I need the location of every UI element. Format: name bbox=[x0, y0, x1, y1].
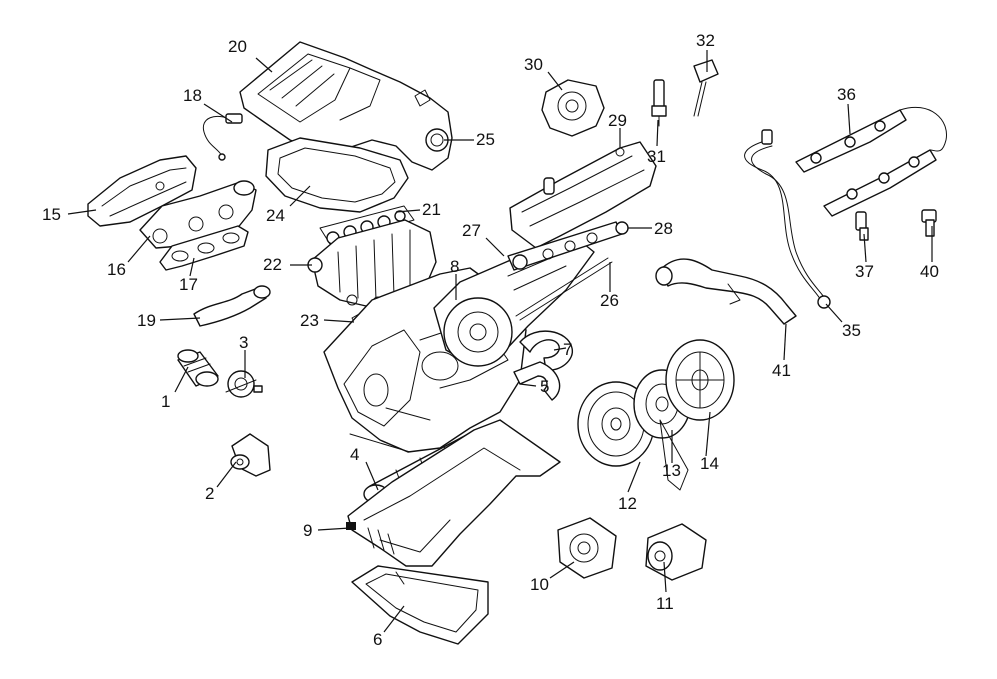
callout-15: 15 bbox=[42, 205, 61, 224]
part-exhaust-gasket bbox=[159, 225, 249, 271]
callout-22: 22 bbox=[263, 255, 282, 274]
callout-25: 25 bbox=[476, 130, 495, 149]
callout-6: 6 bbox=[373, 630, 382, 649]
part-plenum-gasket bbox=[265, 137, 409, 213]
callout-31: 31 bbox=[647, 147, 666, 166]
callout-28: 28 bbox=[654, 219, 673, 238]
callout-18: 18 bbox=[183, 86, 202, 105]
part-oil-pickup bbox=[513, 361, 561, 401]
part-water-outlet bbox=[230, 433, 271, 477]
callout-36: 36 bbox=[837, 85, 856, 104]
callout-19: 19 bbox=[137, 311, 156, 330]
callout-4: 4 bbox=[350, 445, 359, 464]
callout-5: 5 bbox=[540, 377, 549, 396]
part-oxygen-sensor bbox=[202, 113, 243, 161]
callout-21: 21 bbox=[422, 200, 441, 219]
callout-14: 14 bbox=[700, 454, 719, 473]
part-intake-plenum-cover bbox=[239, 41, 453, 171]
part-thermostat-housing bbox=[225, 370, 263, 398]
part-dipstick bbox=[515, 257, 613, 321]
callout-37: 37 bbox=[855, 262, 874, 281]
callout-12: 12 bbox=[618, 494, 637, 513]
callout-35: 35 bbox=[842, 321, 861, 340]
part-steering-pump bbox=[645, 523, 707, 581]
callout-8: 8 bbox=[450, 257, 459, 276]
part-ignition-coil bbox=[693, 59, 719, 117]
part-throttle-body bbox=[541, 79, 605, 137]
callout-7: 7 bbox=[563, 340, 572, 359]
part-oil-filter bbox=[177, 349, 219, 387]
callout-41: 41 bbox=[772, 361, 791, 380]
callout-27: 27 bbox=[462, 221, 481, 240]
callout-10: 10 bbox=[530, 575, 549, 594]
callout-30: 30 bbox=[524, 55, 543, 74]
callout-20: 20 bbox=[228, 37, 247, 56]
callout-40: 40 bbox=[920, 262, 939, 281]
callout-1: 1 bbox=[161, 392, 170, 411]
part-spark-plug bbox=[651, 79, 667, 127]
part-sensor-40 bbox=[921, 209, 937, 237]
part-cylinder-head bbox=[433, 235, 595, 367]
leader-lines bbox=[67, 50, 933, 633]
part-oil-level-sensor bbox=[346, 522, 356, 530]
callout-16: 16 bbox=[107, 260, 126, 279]
callout-17: 17 bbox=[179, 275, 198, 294]
callout-23: 23 bbox=[300, 311, 319, 330]
part-upper-oil-pan bbox=[347, 419, 561, 567]
callout-2: 2 bbox=[205, 484, 214, 503]
part-coolant-hose bbox=[193, 285, 271, 327]
callout-24: 24 bbox=[266, 206, 285, 225]
part-water-pump bbox=[557, 517, 617, 579]
part-heat-shield bbox=[87, 155, 197, 227]
part-camshaft bbox=[507, 221, 629, 271]
part-temp-sensor-37 bbox=[855, 211, 869, 241]
callout-numbers: 1 2 3 4 5 6 7 8 9 10 11 12 13 14 15 16 1… bbox=[42, 31, 939, 649]
part-pressure-plate bbox=[665, 339, 735, 421]
callout-32: 32 bbox=[696, 31, 715, 50]
callout-26: 26 bbox=[600, 291, 619, 310]
callout-11: 11 bbox=[656, 594, 674, 613]
part-fuel-rail bbox=[795, 106, 947, 217]
part-radiator-hose bbox=[655, 258, 797, 325]
callout-29: 29 bbox=[608, 111, 627, 130]
callout-3: 3 bbox=[239, 333, 248, 352]
callout-13: 13 bbox=[662, 461, 681, 480]
callout-9: 9 bbox=[303, 521, 312, 540]
